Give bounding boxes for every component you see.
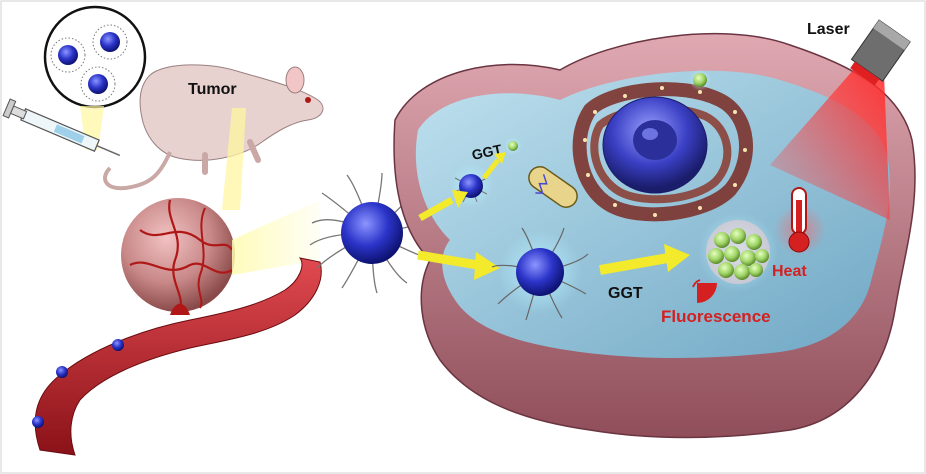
mouse-tail bbox=[103, 151, 172, 191]
medium-nanoparticle bbox=[491, 227, 589, 321]
blood-vessel bbox=[32, 257, 322, 456]
laser-label: Laser bbox=[807, 21, 850, 38]
mouse-ear bbox=[285, 66, 305, 94]
nucleus bbox=[602, 96, 708, 194]
tumor-callout-beam bbox=[232, 200, 320, 275]
heat-label: Heat bbox=[772, 263, 807, 280]
vessel-nanoparticle-2 bbox=[56, 366, 68, 378]
inset-nanoparticle-2 bbox=[92, 24, 128, 60]
fluorescence-label: Fluorescence bbox=[661, 307, 771, 326]
thermometer-icon bbox=[774, 187, 826, 256]
mouse-callout-beam bbox=[222, 108, 246, 210]
arrow-small-to-ggt-product bbox=[482, 152, 506, 180]
small-fluorescent-cluster bbox=[689, 69, 711, 91]
laser-beam bbox=[770, 60, 890, 220]
inset-nanoparticle-3 bbox=[80, 66, 116, 102]
ggt-large-label: GGT bbox=[608, 285, 643, 302]
syringe bbox=[2, 98, 121, 157]
tumor-label: Tumor bbox=[188, 81, 237, 98]
nanoparticle-inset bbox=[43, 5, 147, 109]
vessel-nanoparticle-3 bbox=[32, 416, 44, 428]
arrow-to-fluorescent-cluster bbox=[599, 244, 690, 275]
vessel-nanoparticle-1 bbox=[112, 339, 124, 351]
inset-nanoparticle-1 bbox=[50, 37, 86, 73]
fluorescence-icon bbox=[692, 279, 717, 303]
mitochondrion bbox=[528, 166, 578, 208]
mouse bbox=[103, 64, 324, 191]
ggt-small-product bbox=[504, 137, 522, 155]
tumor-mass bbox=[121, 198, 235, 312]
arrow-to-small-nanoparticle bbox=[418, 190, 468, 222]
small-nanoparticle bbox=[449, 164, 493, 208]
ggt-small-label: GGT bbox=[470, 141, 503, 163]
arrow-to-medium-nanoparticle bbox=[417, 250, 500, 280]
mouse-eye bbox=[305, 97, 311, 103]
fluorescent-cluster bbox=[698, 212, 778, 292]
laser-device bbox=[850, 19, 911, 86]
